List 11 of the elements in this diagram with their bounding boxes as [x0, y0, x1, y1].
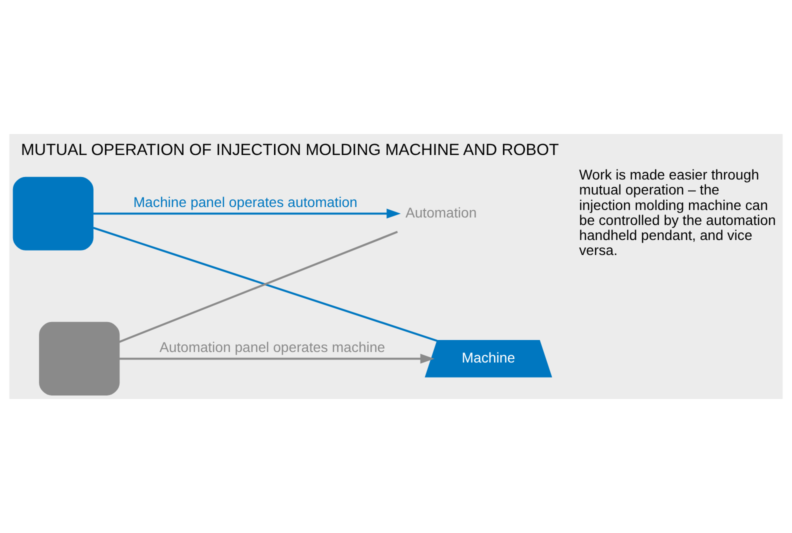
- label: Work is made easier through mutual operation – the injection molding machine can be controlled by the automation handheld pendant, and vice versa.: [579, 166, 776, 258]
- node-box: [12, 176, 94, 250]
- edge-label: Machine panel operates automation: [133, 194, 358, 210]
- arrow: [119, 354, 434, 364]
- edge-label: Automation panel operates machine: [159, 338, 386, 355]
- diagram-title: MUTUAL OPERATION OF INJECTION MOLDING MACHINE AND ROBOT: [20, 140, 559, 159]
- arrow: [93, 208, 401, 219]
- connector: [93, 226, 438, 342]
- node-text: Automation: [405, 204, 477, 220]
- connector: [118, 230, 398, 343]
- node-box: [39, 322, 120, 396]
